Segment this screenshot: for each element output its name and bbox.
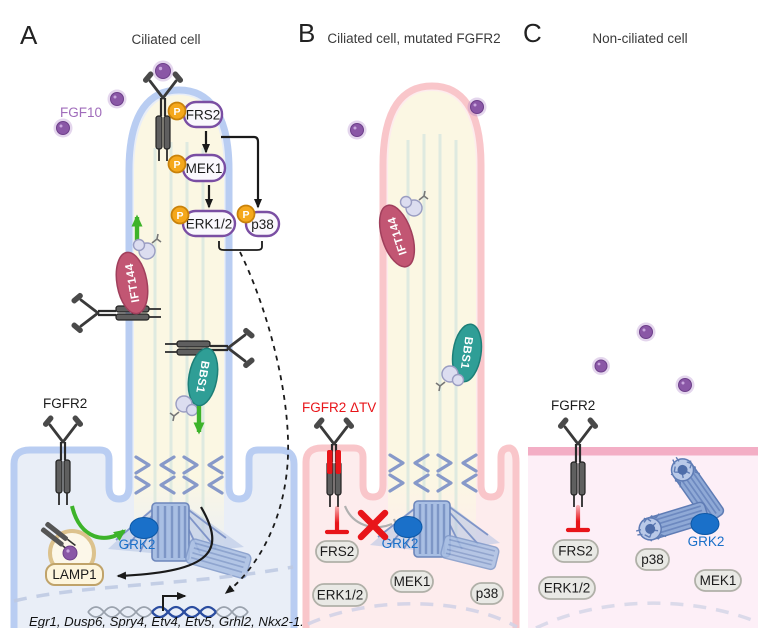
panel-a: GRK2 LAMP1 Egr1, Dusp6, Spry4, Etv4, Etv…	[10, 20, 311, 631]
bbs1-complex-b: BBS1	[451, 323, 483, 383]
frs2-pill-b	[315, 540, 359, 563]
fgf10-ligand-free	[53, 89, 127, 138]
basal-body-b	[413, 500, 500, 571]
phospho-p-p38	[236, 204, 256, 224]
mek1-pill-b	[390, 570, 434, 593]
svg-text:P: P	[173, 159, 180, 171]
inactive-effectors-b: FRS2 MEK1 ERK1/2 p38	[312, 540, 504, 607]
fgfr2-deltatv-label: FGFR2 ΔTV	[302, 400, 376, 415]
panel-c-title: Non-ciliated cell	[592, 31, 687, 46]
svg-text:p38: p38	[641, 552, 664, 567]
phospho-p-erk	[170, 205, 190, 225]
svg-text:BBS1: BBS1	[458, 336, 474, 370]
lamp1-label: LAMP1	[52, 567, 96, 582]
panel-b-letter: B	[298, 18, 315, 48]
nonciliated-plasma-membrane	[528, 447, 758, 456]
transcription-start-arrow	[162, 592, 187, 611]
nuclear-envelope-c	[535, 601, 758, 630]
ift144-complex-b: IFT144	[378, 204, 416, 268]
transition-zone-y-links	[134, 455, 224, 495]
frs2-inhibition-tbar	[324, 505, 350, 535]
svg-text:FRS2: FRS2	[186, 108, 221, 123]
nuclear-envelope	[13, 565, 294, 603]
panel-b: GRK2 FRS2 MEK1 ERK1/2 p38 IFT144 BBS1	[298, 18, 520, 631]
svg-text:MEK1: MEK1	[186, 161, 223, 176]
p38-pill-b	[470, 582, 504, 605]
nuclear-envelope-b	[307, 602, 518, 629]
panel-a-title: Ciliated cell	[131, 32, 200, 47]
fgfr2-label-a: FGFR2	[43, 396, 87, 411]
grk2-label: GRK2	[119, 537, 156, 552]
internalized-fgf10-ligand	[62, 545, 78, 561]
svg-text:MEK1: MEK1	[394, 574, 431, 589]
panel-b-title: Ciliated cell, mutated FGFR2	[327, 31, 500, 46]
p38-pill-c	[635, 548, 670, 571]
canvas-bottom-edge	[0, 628, 768, 631]
transition-zone-y-links-b	[388, 453, 478, 493]
svg-text:P: P	[176, 210, 183, 222]
ift144-complex: IFT144	[115, 251, 149, 315]
axoneme-microtubules	[153, 142, 205, 540]
svg-text:FRS2: FRS2	[320, 544, 355, 559]
fgf10-ligand-bound	[152, 60, 174, 82]
erk-p38-bracket	[218, 241, 263, 251]
cilium-lumen-b	[388, 91, 476, 548]
lamp1-box	[45, 563, 104, 586]
fgfr2-label-c: FGFR2	[551, 398, 595, 413]
grk2-protein-c	[690, 513, 720, 535]
blocked-grk2-recruitment-arc	[343, 505, 393, 529]
panel-c: GRK2 FRS2 p38 ERK1/2 MEK1 FGFR2 C Non-ci…	[523, 18, 758, 631]
frs2-to-p38-elbow-arrow	[221, 135, 262, 209]
fgf10-label: FGF10	[60, 105, 102, 120]
fgf10-ligand-free-c	[592, 322, 695, 395]
svg-text:BBS1: BBS1	[193, 360, 211, 394]
daughter-centriole	[185, 538, 252, 579]
bbs1-complex: BBS1	[187, 347, 219, 407]
grk2-protein-b	[393, 516, 423, 538]
panel-a-letter: A	[20, 20, 38, 50]
grk2-protein	[129, 517, 159, 539]
red-cross-icon	[357, 509, 389, 541]
receptor-degradation-arrow	[116, 506, 214, 580]
phospho-p-mek1	[167, 154, 187, 174]
mutated-juxtamembrane-red	[327, 450, 341, 474]
phospho-p-frs2	[167, 101, 187, 121]
basal-body	[151, 502, 252, 579]
svg-text:ERK1/2: ERK1/2	[317, 588, 364, 603]
erk12-pill-c	[538, 576, 596, 600]
signaling-cascade: FRS2 P MEK1 P ERK1/2 P p38 P	[167, 100, 281, 251]
dna-helix	[87, 605, 249, 619]
svg-text:P: P	[173, 106, 180, 118]
svg-text:ERK1/2: ERK1/2	[186, 217, 233, 232]
frs2-inhibition-tbar-c	[565, 504, 591, 533]
grk2-label-c: GRK2	[688, 534, 725, 549]
svg-text:p38: p38	[476, 586, 499, 601]
fgf10-ligand-free-b	[347, 97, 487, 140]
target-genes-list: Egr1, Dusp6, Spry4, Etv4, Etv5, Grhl2, N…	[29, 614, 311, 629]
mek1-pill-c	[694, 569, 742, 592]
fgfr2-to-grk2-activation-arrow	[70, 505, 127, 542]
panel-c-letter: C	[523, 18, 542, 48]
svg-text:P: P	[242, 209, 249, 221]
axoneme-microtubules-b	[406, 134, 458, 540]
erk12-pill-b	[312, 583, 368, 607]
svg-text:MEK1: MEK1	[700, 573, 737, 588]
frs2-pill-c	[552, 539, 599, 563]
inactive-effectors-c: FRS2 p38 ERK1/2 MEK1	[538, 539, 742, 600]
svg-text:FRS2: FRS2	[558, 544, 593, 559]
svg-text:ERK1/2: ERK1/2	[544, 581, 591, 596]
grk2-label-b: GRK2	[382, 536, 419, 551]
svg-text:p38: p38	[251, 217, 274, 232]
signal-to-nucleus-dashed-arrow	[224, 251, 289, 594]
